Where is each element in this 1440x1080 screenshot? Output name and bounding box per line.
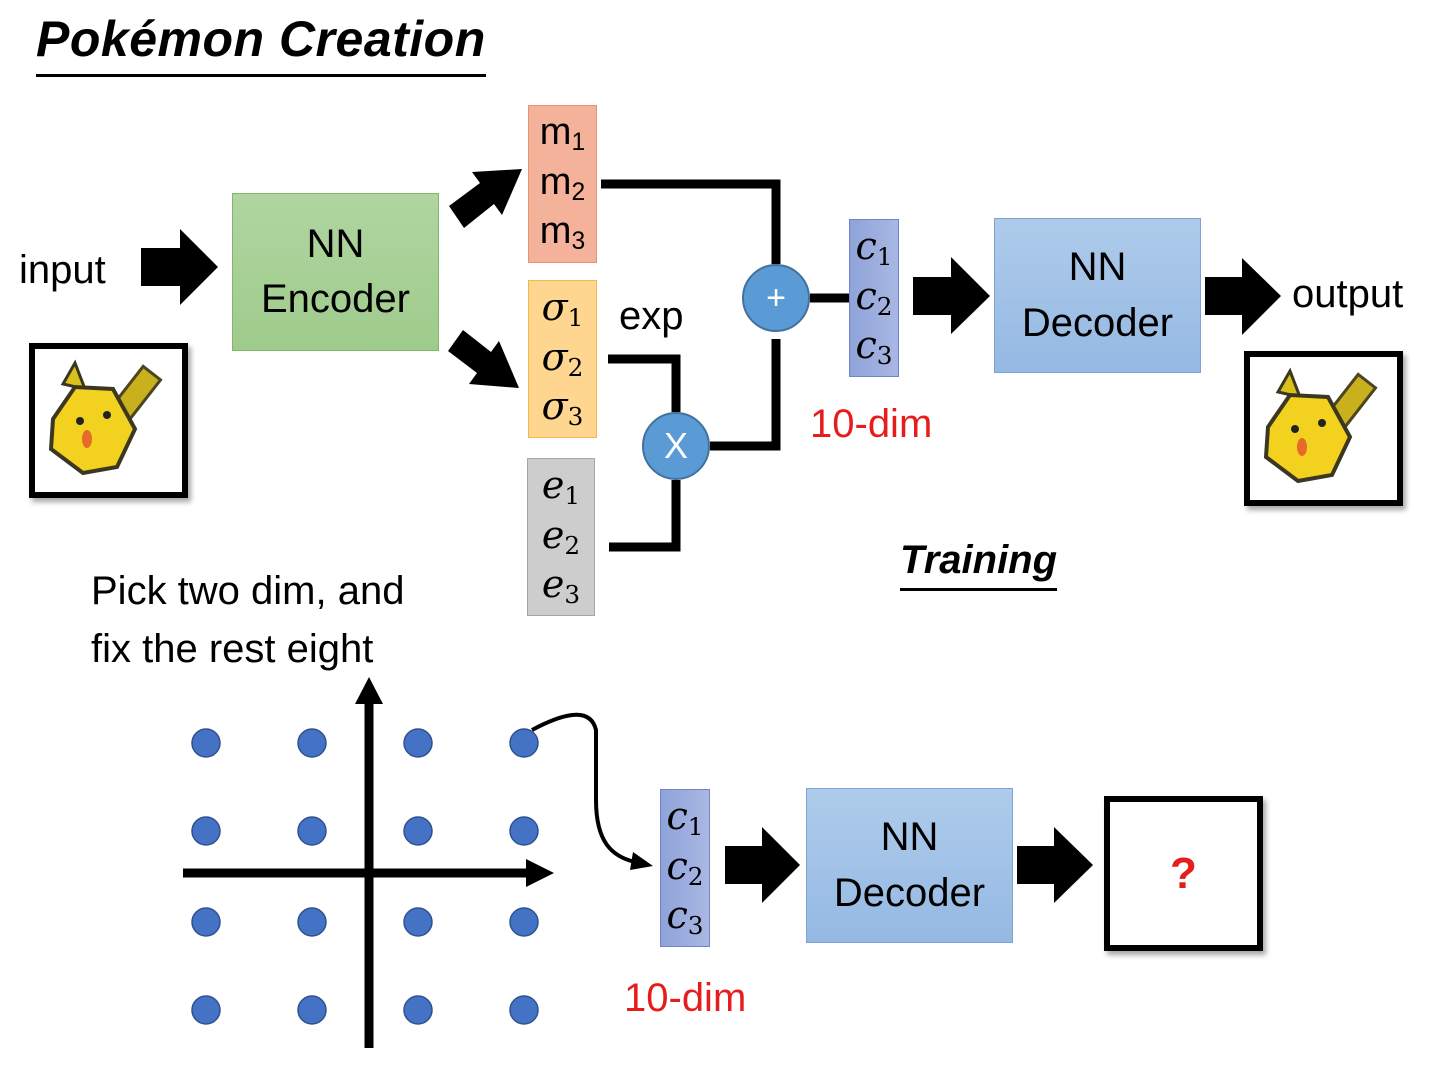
decoder-to-unknown-arrow (1017, 827, 1093, 903)
mean-item: m3 (539, 209, 586, 256)
noise-item: e2 (541, 512, 581, 560)
code-item: c1 (666, 794, 704, 842)
note-line1: Pick two dim, and (91, 569, 405, 613)
mean-item: m2 (539, 160, 586, 206)
sigma-vector: σ1 σ2 σ3 (528, 280, 597, 438)
latent-point (191, 728, 221, 758)
latent-point (403, 728, 433, 758)
code-to-decoder-arrow (913, 257, 990, 334)
exp-label: exp (619, 294, 684, 338)
nn-encoder-block: NN Encoder (232, 193, 439, 351)
code-vector-training: c1 c2 c3 (849, 219, 899, 377)
code-item: c2 (666, 843, 704, 891)
unknown-output-box: ? (1104, 796, 1263, 951)
latent-point (403, 995, 433, 1025)
dim-label-generation: 10-dim (624, 976, 747, 1020)
encoder-line1: NN (306, 221, 365, 266)
latent-point (403, 816, 433, 846)
input-label: input (19, 248, 106, 292)
sigma-item: σ2 (541, 334, 584, 382)
sigma-item: σ3 (541, 383, 584, 432)
times-to-plus-line (710, 339, 781, 451)
dim-label-training: 10-dim (810, 402, 933, 446)
output-image (1244, 351, 1403, 506)
nn-decoder-generation-block: NN Decoder (806, 788, 1013, 943)
code-item: c3 (855, 322, 893, 371)
latent-point (509, 907, 539, 937)
multiply-node: X (642, 412, 710, 480)
code-item: c2 (855, 273, 893, 321)
pikachu-icon (1263, 367, 1378, 484)
latent-point (403, 907, 433, 937)
mean-to-plus-line (601, 179, 781, 264)
output-label: output (1292, 272, 1404, 316)
pick-curve-arrow (531, 712, 641, 865)
latent-point (297, 816, 327, 846)
training-heading: Training (900, 540, 1058, 591)
encoder-line2: Encoder (261, 277, 410, 321)
note-line2: fix the rest eight (91, 627, 374, 671)
pick-curve-arrowhead (630, 852, 653, 870)
latent-point (191, 816, 221, 846)
page-title: Pokémon Creation (36, 14, 486, 77)
noise-item: e1 (541, 463, 581, 511)
decoder-line2: Decoder (833, 870, 986, 915)
question-mark: ? (1170, 848, 1197, 898)
latent-point-selected (509, 728, 539, 758)
mean-vector: m1 m2 m3 (528, 105, 597, 263)
latent-point (297, 728, 327, 758)
noise-to-times-line (609, 480, 681, 552)
latent-point (297, 995, 327, 1025)
input-image (29, 343, 188, 498)
decoder-to-output-arrow (1205, 258, 1281, 335)
latent-point (191, 995, 221, 1025)
latent-point (191, 907, 221, 937)
latent-point (509, 816, 539, 846)
latent-points (191, 728, 539, 1025)
code-item: c1 (855, 224, 893, 272)
noise-item: e3 (541, 561, 581, 610)
sigma-item: σ1 (541, 285, 584, 333)
input-arrow (141, 229, 218, 305)
x-axis-arrowhead (526, 859, 554, 887)
mean-item: m1 (539, 111, 586, 157)
latent-point (509, 995, 539, 1025)
decoder-line1: NN (1068, 245, 1127, 290)
instruction-note: Pick two dim, and fix the rest eight (91, 562, 404, 678)
latent-point (297, 907, 327, 937)
encoder-to-mean-arrow (449, 169, 522, 228)
noise-vector: e1 e2 e3 (527, 458, 595, 616)
code-vector-generation: c1 c2 c3 (660, 789, 710, 947)
plus-node: + (742, 264, 810, 332)
encoder-to-sigma-arrow (448, 330, 519, 388)
code-item: c3 (666, 892, 704, 941)
pikachu-icon (48, 359, 163, 476)
decoder-line2: Decoder (1021, 300, 1174, 345)
nn-decoder-training-block: NN Decoder (994, 218, 1201, 373)
y-axis-arrowhead (355, 677, 383, 704)
sigma-to-times-line (608, 354, 681, 412)
decoder-line1: NN (880, 815, 939, 860)
code-to-decoder-gen-arrow (725, 827, 800, 903)
